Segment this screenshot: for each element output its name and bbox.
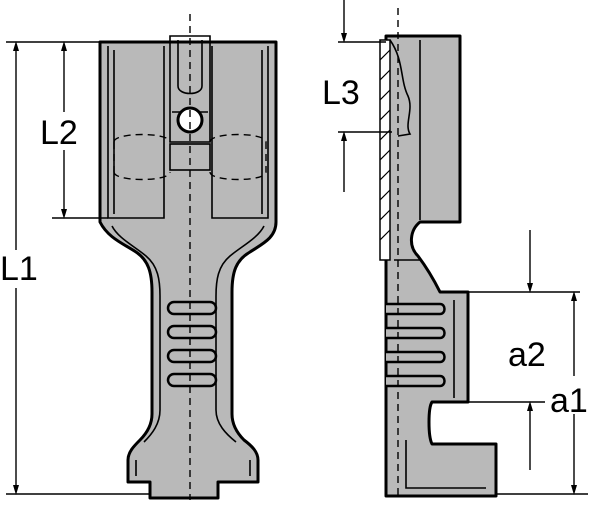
label-L3: L3	[322, 74, 360, 112]
front-rib-2	[166, 324, 218, 340]
front-rib-3	[166, 348, 218, 364]
front-rib-4	[166, 372, 218, 388]
dimension-L2: L2	[40, 41, 108, 219]
label-a1: a1	[550, 382, 588, 420]
label-a2: a2	[508, 336, 546, 374]
dimension-L3: L3	[322, 0, 392, 192]
front-view-hole	[176, 106, 204, 134]
side-view	[379, 8, 498, 500]
front-view-body	[98, 40, 278, 500]
dimension-L1: L1	[0, 41, 150, 495]
label-L2: L2	[40, 114, 78, 152]
side-view-body	[384, 34, 498, 498]
front-view	[98, 14, 278, 500]
dimension-a1: a1	[496, 291, 588, 495]
front-rib-1	[166, 300, 218, 316]
dimension-a2: a2	[468, 230, 580, 470]
label-L1: L1	[0, 250, 38, 288]
